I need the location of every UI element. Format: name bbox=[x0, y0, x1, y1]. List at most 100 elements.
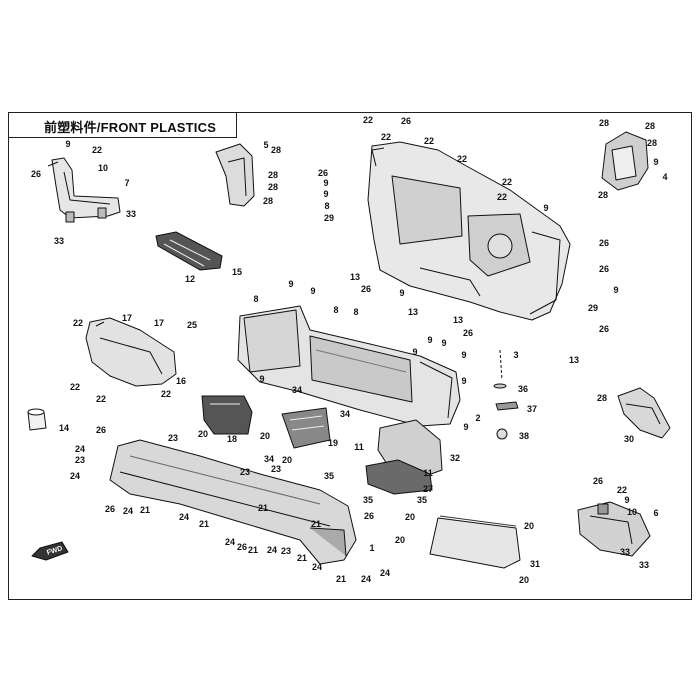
callout-9: 9 bbox=[65, 139, 70, 149]
callout-24: 24 bbox=[267, 545, 277, 555]
part-cup-holder bbox=[27, 408, 47, 431]
callout-21: 21 bbox=[140, 505, 150, 515]
part-glovebox-lid bbox=[429, 515, 521, 569]
callout-28: 28 bbox=[647, 138, 657, 148]
part-bracket-6 bbox=[577, 501, 651, 557]
part-center-console bbox=[237, 305, 461, 427]
callout-17: 17 bbox=[154, 318, 164, 328]
callout-26: 26 bbox=[105, 504, 115, 514]
callout-23: 23 bbox=[240, 467, 250, 477]
callout-1: 1 bbox=[369, 543, 374, 553]
callout-22: 22 bbox=[381, 132, 391, 142]
callout-9: 9 bbox=[412, 347, 417, 357]
callout-26: 26 bbox=[31, 169, 41, 179]
callout-26: 26 bbox=[599, 264, 609, 274]
callout-9: 9 bbox=[543, 203, 548, 213]
callout-9: 9 bbox=[461, 350, 466, 360]
callout-23: 23 bbox=[75, 455, 85, 465]
callout-21: 21 bbox=[258, 503, 268, 513]
callout-28: 28 bbox=[271, 145, 281, 155]
callout-32: 32 bbox=[450, 453, 460, 463]
callout-26: 26 bbox=[463, 328, 473, 338]
part-fasteners-36-38 bbox=[493, 349, 519, 440]
callout-22: 22 bbox=[424, 136, 434, 146]
callout-28: 28 bbox=[645, 121, 655, 131]
part-front-panel-large bbox=[367, 141, 571, 321]
callout-19: 19 bbox=[328, 438, 338, 448]
callout-13: 13 bbox=[350, 272, 360, 282]
callout-26: 26 bbox=[401, 116, 411, 126]
callout-24: 24 bbox=[75, 444, 85, 454]
callout-22: 22 bbox=[70, 382, 80, 392]
callout-5: 5 bbox=[263, 140, 268, 150]
callout-9: 9 bbox=[441, 338, 446, 348]
callout-36: 36 bbox=[518, 384, 528, 394]
callout-28: 28 bbox=[268, 170, 278, 180]
callout-26: 26 bbox=[593, 476, 603, 486]
callout-10: 10 bbox=[98, 163, 108, 173]
part-grab-handle bbox=[155, 231, 223, 271]
callout-6: 6 bbox=[653, 508, 658, 518]
callout-22: 22 bbox=[497, 192, 507, 202]
callout-28: 28 bbox=[263, 196, 273, 206]
fwd-label: FWD bbox=[46, 545, 63, 557]
callout-35: 35 bbox=[324, 471, 334, 481]
callout-9: 9 bbox=[259, 374, 264, 384]
callout-8: 8 bbox=[333, 305, 338, 315]
part-bracket-30 bbox=[617, 387, 671, 439]
callout-9: 9 bbox=[463, 422, 468, 432]
callout-20: 20 bbox=[405, 512, 415, 522]
callout-8: 8 bbox=[253, 294, 258, 304]
callout-24: 24 bbox=[70, 471, 80, 481]
callout-21: 21 bbox=[311, 519, 321, 529]
callout-9: 9 bbox=[624, 495, 629, 505]
callout-34: 34 bbox=[340, 409, 350, 419]
callout-13: 13 bbox=[408, 307, 418, 317]
callout-8: 8 bbox=[324, 201, 329, 211]
callout-28: 28 bbox=[597, 393, 607, 403]
callout-38: 38 bbox=[519, 431, 529, 441]
callout-21: 21 bbox=[248, 545, 258, 555]
callout-20: 20 bbox=[282, 455, 292, 465]
callout-33: 33 bbox=[639, 560, 649, 570]
callout-26: 26 bbox=[318, 168, 328, 178]
callout-24: 24 bbox=[179, 512, 189, 522]
callout-10: 10 bbox=[627, 507, 637, 517]
callout-30: 30 bbox=[624, 434, 634, 444]
part-bracket-5 bbox=[215, 143, 255, 207]
callout-35: 35 bbox=[417, 495, 427, 505]
part-cover-32 bbox=[365, 419, 443, 495]
callout-24: 24 bbox=[312, 562, 322, 572]
diagram-frame bbox=[8, 112, 692, 600]
callout-28: 28 bbox=[599, 118, 609, 128]
callout-13: 13 bbox=[569, 355, 579, 365]
callout-22: 22 bbox=[161, 389, 171, 399]
callout-9: 9 bbox=[399, 288, 404, 298]
callout-22: 22 bbox=[73, 318, 83, 328]
callout-17: 17 bbox=[122, 313, 132, 323]
part-tray-18 bbox=[201, 395, 253, 435]
callout-23: 23 bbox=[168, 433, 178, 443]
callout-9: 9 bbox=[427, 335, 432, 345]
callout-9: 9 bbox=[323, 178, 328, 188]
callout-20: 20 bbox=[395, 535, 405, 545]
callout-20: 20 bbox=[198, 429, 208, 439]
callout-22: 22 bbox=[502, 177, 512, 187]
callout-34: 34 bbox=[264, 454, 274, 464]
part-bracket-4 bbox=[601, 131, 649, 191]
callout-9: 9 bbox=[310, 286, 315, 296]
part-seat-bracket-left bbox=[47, 157, 121, 223]
callout-8: 8 bbox=[353, 307, 358, 317]
callout-22: 22 bbox=[363, 115, 373, 125]
callout-9: 9 bbox=[653, 157, 658, 167]
callout-26: 26 bbox=[361, 284, 371, 294]
callout-29: 29 bbox=[588, 303, 598, 313]
callout-20: 20 bbox=[519, 575, 529, 585]
callout-15: 15 bbox=[232, 267, 242, 277]
callout-16: 16 bbox=[176, 376, 186, 386]
callout-9: 9 bbox=[461, 376, 466, 386]
callout-24: 24 bbox=[225, 537, 235, 547]
callout-34: 34 bbox=[292, 385, 302, 395]
